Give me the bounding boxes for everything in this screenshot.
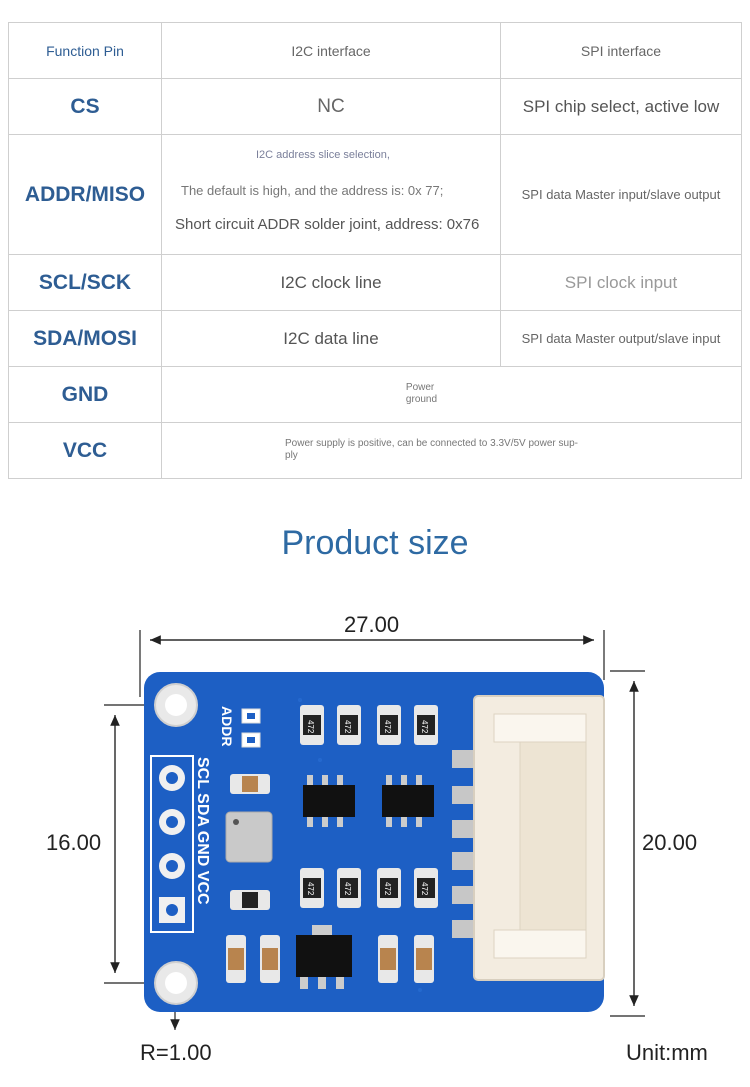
pin-name: CS xyxy=(8,78,162,135)
header-pins xyxy=(150,755,194,933)
resistor-label: 472 xyxy=(383,720,392,734)
i2c-cell: I2C address slice selection, The default… xyxy=(161,134,501,255)
bme-sensor xyxy=(225,811,273,863)
table-row: VCC Power supply is positive, can be con… xyxy=(8,422,742,479)
mounting-holes xyxy=(154,683,198,1005)
resistors-bottom xyxy=(300,868,438,908)
spi-cell: SPI chip select, active low xyxy=(500,78,742,135)
resistor-label: 472 xyxy=(343,882,352,896)
pin-name: SDA/MOSI xyxy=(8,310,162,367)
merged-cell: Power ground xyxy=(161,366,742,423)
silk-addr: ADDR xyxy=(219,706,235,746)
vcc-line-2: ply xyxy=(285,450,298,461)
resistor-label: 472 xyxy=(420,720,429,734)
spi-cell: SPI data Master input/slave output xyxy=(500,134,742,255)
voltage-regulator xyxy=(296,925,352,989)
gnd-line-2: ground xyxy=(405,394,438,405)
pin-name: SCL/SCK xyxy=(8,254,162,311)
table-header-row: Function Pin I2C interface SPI interface xyxy=(8,22,742,79)
jst-connector xyxy=(452,695,605,981)
radius-label: R=1.00 xyxy=(140,1040,212,1065)
resistor-label: 472 xyxy=(306,882,315,896)
header-i2c: I2C interface xyxy=(161,22,501,79)
section-title: Product size xyxy=(281,524,469,562)
pin-name: GND xyxy=(8,366,162,423)
right-height-dimension: 20.00 xyxy=(642,830,698,855)
capacitor xyxy=(230,774,270,794)
spi-cell: SPI data Master output/slave input xyxy=(500,310,742,367)
table-row: SDA/MOSI I2C data line SPI data Master o… xyxy=(8,310,742,367)
table-row: GND Power ground xyxy=(8,366,742,423)
pin-name: VCC xyxy=(8,422,162,479)
vcc-line-1: Power supply is positive, can be connect… xyxy=(285,438,578,449)
addr-pads xyxy=(241,708,261,748)
width-dimension: 27.00 xyxy=(344,612,400,637)
addr-line-2: The default is high, and the address is:… xyxy=(181,183,444,198)
addr-line-3: Short circuit ADDR solder joint, address… xyxy=(175,216,480,233)
pin-name: ADDR/MISO xyxy=(8,134,162,255)
silk-pins: SCL SDA GND VCC xyxy=(194,757,211,905)
table-row: CS NC SPI chip select, active low xyxy=(8,78,742,135)
resistor-label: 472 xyxy=(343,720,352,734)
unit-label: Unit:mm xyxy=(626,1040,708,1065)
addr-line-1: I2C address slice selection, xyxy=(256,149,390,161)
resistor-label: 472 xyxy=(420,882,429,896)
table-row: ADDR/MISO I2C address slice selection, T… xyxy=(8,134,742,255)
merged-cell: Power supply is positive, can be connect… xyxy=(161,422,742,479)
gnd-line-1: Power xyxy=(405,382,435,393)
header-function-pin: Function Pin xyxy=(8,22,162,79)
resistors-top xyxy=(300,705,438,745)
resistor-label: 472 xyxy=(306,720,315,734)
resistor-label: 472 xyxy=(383,882,392,896)
small-capacitors xyxy=(226,890,434,983)
ic-chips xyxy=(303,775,434,827)
i2c-cell: I2C data line xyxy=(161,310,501,367)
pin-function-table: Function Pin I2C interface SPI interface… xyxy=(8,22,742,479)
left-height-dimension: 16.00 xyxy=(46,830,102,855)
